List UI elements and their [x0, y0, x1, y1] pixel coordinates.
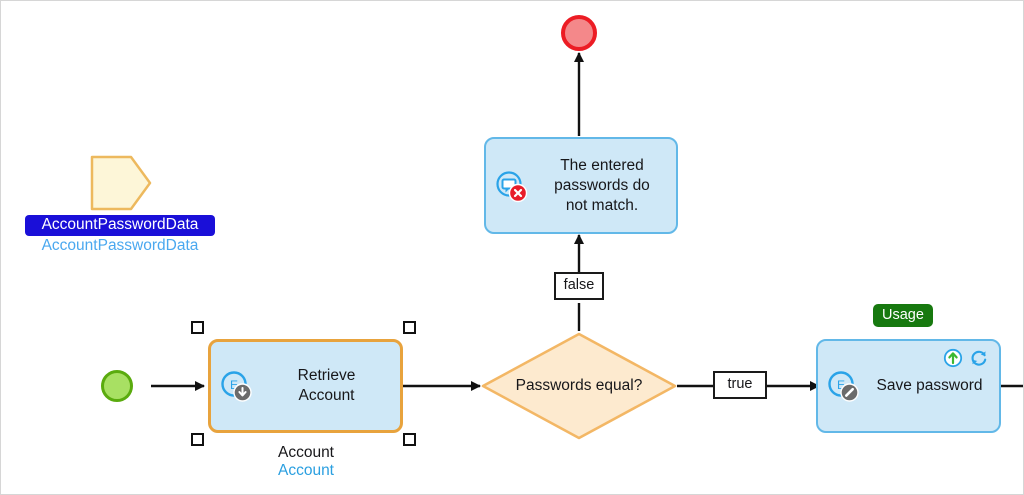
- entity-edit-icon: E: [826, 369, 860, 403]
- retrieve-label-line-2: Account: [298, 387, 355, 404]
- end-event-node[interactable]: [561, 15, 597, 51]
- activity-error-message[interactable]: The entered passwords do not match.: [484, 137, 678, 234]
- retrieve-account-entity-type: Account: [277, 462, 334, 480]
- flow-label-true[interactable]: true: [713, 371, 767, 399]
- selection-handle-bottom-right[interactable]: [403, 433, 416, 446]
- activity-save-password-label: Save password: [876, 377, 983, 394]
- svg-text:E: E: [230, 378, 238, 392]
- activity-retrieve-account-label: Retrieve Account: [253, 366, 400, 406]
- retrieve-account-entity-name: Account: [277, 444, 334, 461]
- selection-handle-top-right[interactable]: [403, 321, 416, 334]
- error-label-line-1: The entered: [560, 156, 644, 174]
- start-event-node[interactable]: [101, 370, 133, 402]
- activity-error-message-label: The entered passwords do not match.: [528, 156, 676, 216]
- error-label-line-3: not match.: [565, 196, 639, 214]
- usage-badge[interactable]: Usage: [873, 304, 933, 327]
- activity-save-password[interactable]: E Save password: [816, 339, 1001, 433]
- retrieve-account-caption: Account Account: [231, 444, 381, 481]
- refresh-sync-icon[interactable]: [969, 348, 989, 373]
- retrieve-label-line-1: Retrieve: [297, 367, 356, 384]
- message-error-icon: [494, 169, 528, 203]
- selection-handle-bottom-left[interactable]: [191, 433, 204, 446]
- save-password-corner-icons: [943, 348, 989, 373]
- error-label-line-2: passwords do: [554, 176, 650, 194]
- svg-text:E: E: [837, 378, 845, 392]
- entity-retrieve-icon: E: [219, 369, 253, 403]
- decision-label: Passwords equal?: [515, 377, 643, 394]
- parameter-pentagon-shape[interactable]: [89, 154, 153, 212]
- flow-label-false[interactable]: false: [554, 272, 604, 300]
- activity-retrieve-account[interactable]: E Retrieve Account: [208, 339, 403, 433]
- selection-handle-top-left[interactable]: [191, 321, 204, 334]
- parameter-caption[interactable]: AccountPasswordData AccountPasswordData: [25, 215, 215, 256]
- parameter-type: AccountPasswordData: [41, 237, 199, 255]
- decision-passwords-equal[interactable]: Passwords equal?: [480, 331, 678, 441]
- parameter-name: AccountPasswordData: [25, 215, 215, 237]
- commit-up-arrow-icon[interactable]: [943, 348, 963, 373]
